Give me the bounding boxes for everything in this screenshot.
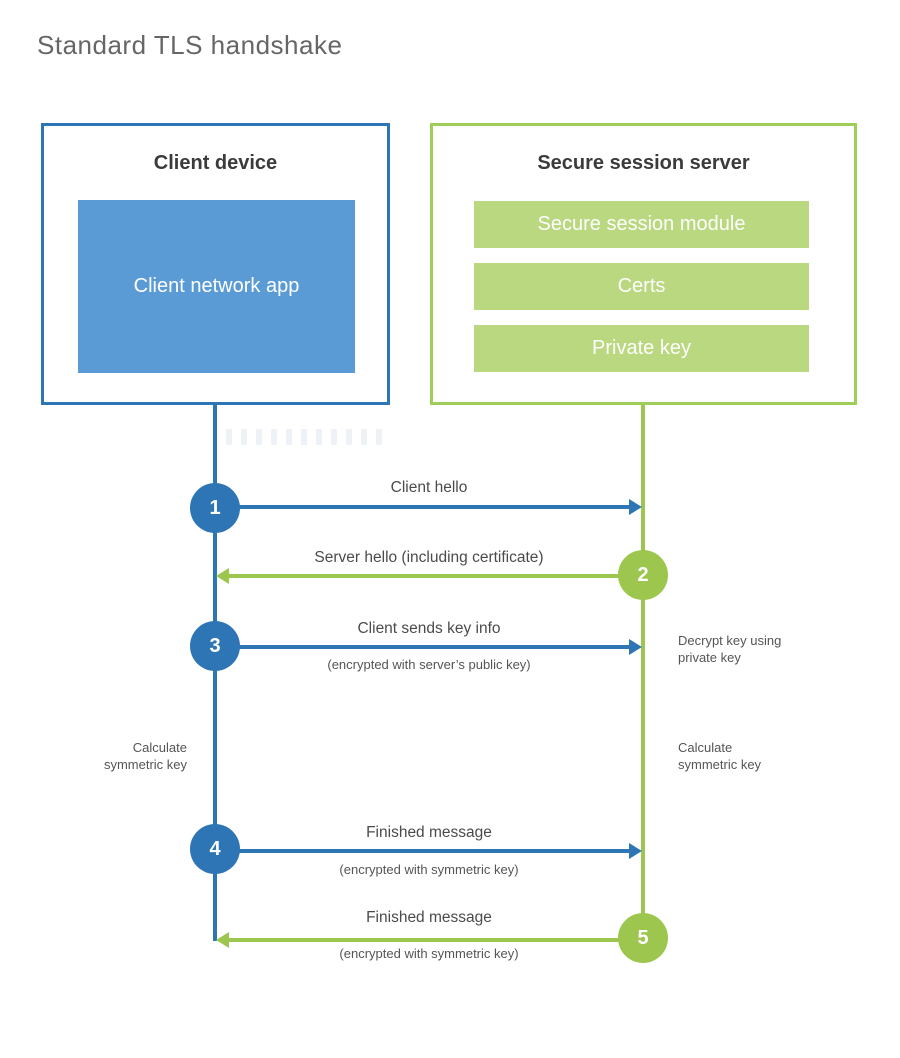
arrow-client-key-info (215, 639, 642, 655)
step-badge-5: 5 (618, 913, 668, 963)
arrow-server-hello (216, 568, 643, 584)
sublabel-finished-client: (encrypted with symmetric key) (339, 862, 519, 877)
step-badge-2: 2 (618, 550, 668, 600)
client-device-title: Client device (153, 152, 278, 174)
arrow-finished-server (216, 932, 643, 948)
note-calculate-symmetric-key-client: Calculate symmetric key (103, 740, 187, 772)
secure-session-server-title: Secure session server (537, 152, 750, 174)
arrow-client-hello (215, 499, 642, 515)
client-network-app-box: Client network app (78, 200, 355, 373)
client-device-box: Client device Client network app (41, 123, 390, 405)
server-module-private-key: Private key (474, 325, 809, 372)
arrow-finished-client (215, 843, 642, 859)
step-badge-4: 4 (190, 824, 240, 874)
server-lifeline (641, 405, 645, 917)
secure-session-server-box: Secure session server Secure session mod… (430, 123, 857, 405)
server-module-certs: Certs (474, 263, 809, 310)
note-calculate-symmetric-key-server: Calculate symmetric key (678, 740, 762, 772)
client-lifeline (213, 405, 217, 941)
sublabel-client-key-info: (encrypted with server’s public key) (327, 657, 531, 672)
step-badge-1: 1 (190, 483, 240, 533)
step-badge-3: 3 (190, 621, 240, 671)
page-title: Standard TLS handshake (37, 30, 343, 60)
label-finished-client: Finished message (366, 824, 492, 841)
label-client-key-info: Client sends key info (357, 620, 501, 637)
label-server-hello: Server hello (including certificate) (314, 549, 544, 566)
client-network-app-label: Client network app (133, 275, 300, 297)
faint-dash-artifact (226, 429, 384, 445)
sublabel-finished-server: (encrypted with symmetric key) (339, 946, 519, 961)
label-finished-server: Finished message (366, 909, 492, 926)
note-decrypt-key: Decrypt key using private key (678, 633, 782, 665)
server-module-secure-session: Secure session module (474, 201, 809, 248)
label-client-hello: Client hello (390, 479, 468, 496)
